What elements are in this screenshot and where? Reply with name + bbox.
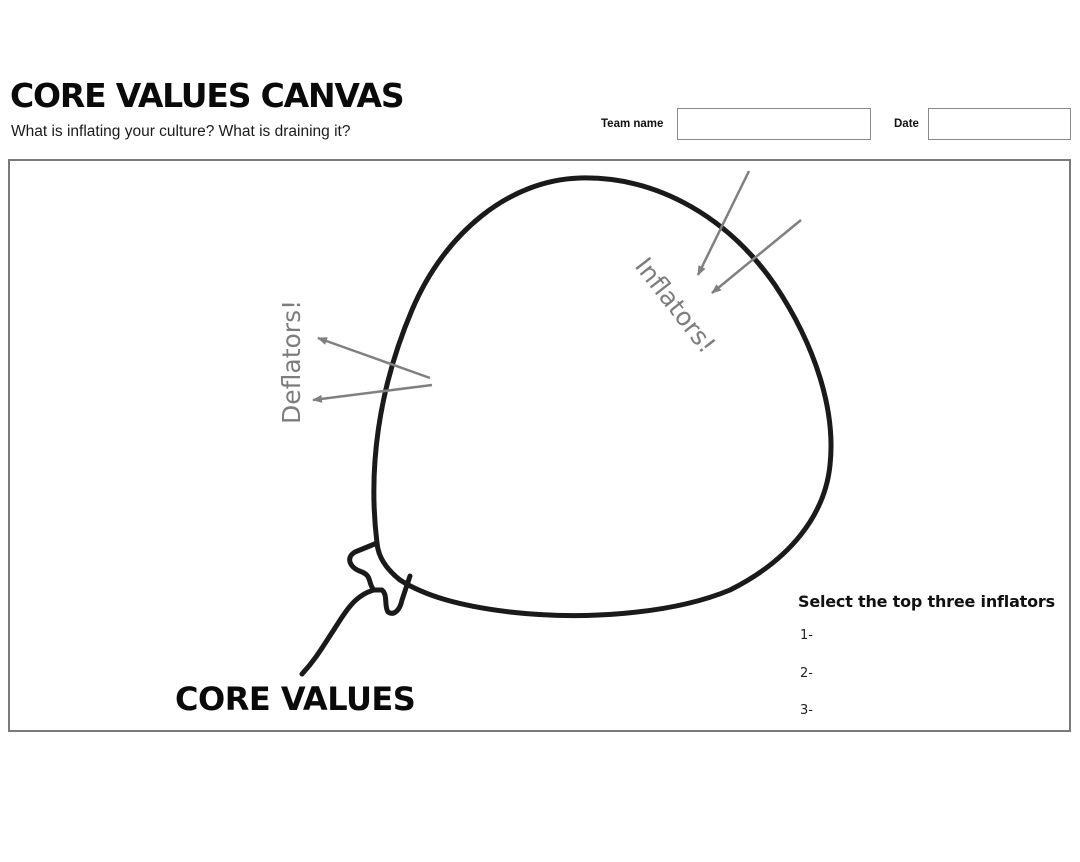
date-label: Date — [894, 118, 919, 130]
team-name-input[interactable] — [677, 108, 871, 140]
deflators-label: Deflators! — [277, 299, 306, 424]
top-three-inflators: Select the top three inflators 1- 2- 3- — [798, 592, 1068, 718]
list-item[interactable]: 2- — [800, 666, 813, 681]
core-values-label: CORE VALUES — [175, 680, 416, 718]
list-item[interactable]: 1- — [800, 628, 813, 643]
page-subtitle: What is inflating your culture? What is … — [11, 123, 351, 140]
team-name-label: Team name — [601, 118, 664, 130]
list-item[interactable]: 3- — [800, 703, 813, 718]
canvas-area[interactable] — [8, 159, 1071, 732]
page-title: CORE VALUES CANVAS — [10, 76, 405, 115]
top-three-heading: Select the top three inflators — [798, 592, 1055, 611]
date-input[interactable] — [928, 108, 1071, 140]
